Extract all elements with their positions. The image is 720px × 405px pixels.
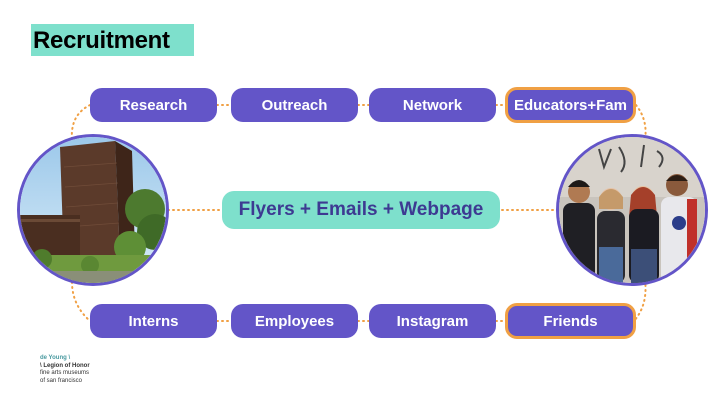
logo-line-2: \ Legion of Honor (40, 362, 90, 369)
museum-logo: de Young \ \ Legion of Honor fine arts m… (40, 355, 90, 385)
museum-photo (17, 134, 169, 286)
pill-research: Research (90, 88, 217, 122)
pill-interns: Interns (90, 304, 217, 338)
logo-line-1: de Young \ (40, 355, 71, 361)
slide-title: Recruitment (31, 24, 194, 56)
logo-line-3: fine arts museums (40, 370, 90, 376)
friends-photo (556, 134, 708, 286)
pill-network: Network (369, 88, 496, 122)
logo-line-4: of san francisco (40, 377, 83, 384)
pill-instagram: Instagram (369, 304, 496, 338)
center-pill-channels: Flyers + Emails + Webpage (222, 191, 500, 229)
pill-employees: Employees (231, 304, 358, 338)
pill-educators-fam: Educators+Fam (505, 87, 636, 123)
pill-friends: Friends (505, 303, 636, 339)
pill-outreach: Outreach (231, 88, 358, 122)
